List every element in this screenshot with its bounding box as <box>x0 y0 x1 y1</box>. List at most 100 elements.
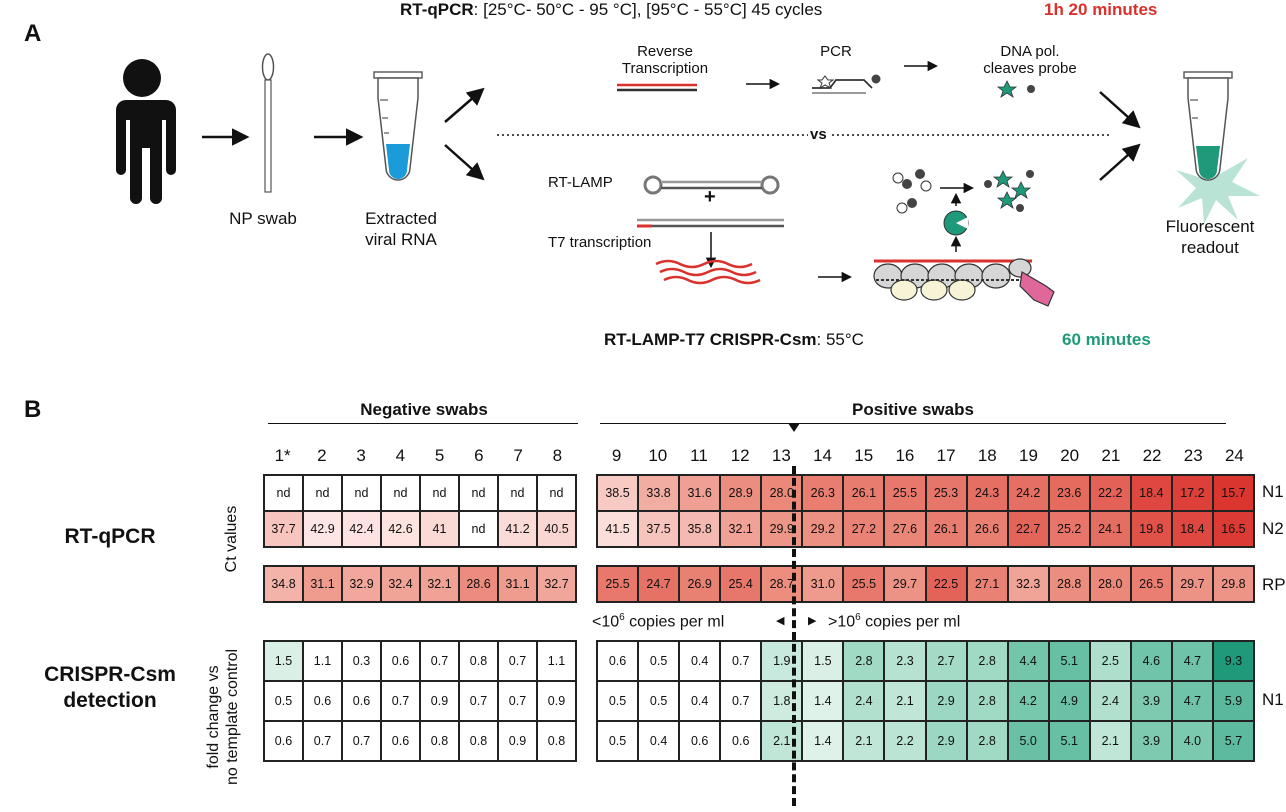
table-cell: 2.8 <box>843 641 885 681</box>
extracted-rna-label: Extracted viral RNA <box>365 209 437 249</box>
table-cell: 2.5 <box>1089 641 1131 681</box>
copies-low-prefix: <10 <box>592 613 620 631</box>
table-cell: 0.6 <box>381 721 420 761</box>
table-cell: 0.5 <box>638 681 680 721</box>
table-cell: nd <box>303 475 342 511</box>
table-cell: 31.6 <box>679 475 721 511</box>
table-cell: 41.5 <box>597 511 639 547</box>
table-cell: 0.7 <box>303 721 342 761</box>
csm-header: RT-LAMP-T7 CRISPR-Csm: 55°C <box>604 330 864 350</box>
crispr-csm-label: CRISPR-Csm detection <box>44 663 176 712</box>
column-number: 10 <box>648 446 668 465</box>
qpcr-header-bold: RT-qPCR <box>400 0 474 19</box>
qpcr-time: 1h 20 minutes <box>1044 0 1158 19</box>
column-number: 23 <box>1183 446 1203 465</box>
table-cell: 28.8 <box>1048 566 1090 602</box>
fold-change-axis-label: fold change vs no template control <box>205 648 241 786</box>
panel-a-letter: A <box>24 20 42 47</box>
table-cell: 3.9 <box>1130 681 1172 721</box>
table-cell: 25.2 <box>1048 511 1090 547</box>
row-label-rp: RP <box>1262 575 1286 594</box>
column-number: 7 <box>513 446 523 465</box>
table-cell: 26.9 <box>679 566 721 602</box>
table-cell: 24.1 <box>1089 511 1131 547</box>
table-cell: 32.1 <box>420 566 459 602</box>
table-cell: 31.1 <box>303 566 342 602</box>
table-cell: 37.7 <box>264 511 303 547</box>
table-cell: 1.4 <box>802 721 844 761</box>
plus-sign: + <box>704 186 716 208</box>
table-cell: nd <box>381 475 420 511</box>
table-cell: 28.0 <box>1089 566 1131 602</box>
ct-values-axis-label: Ct values <box>223 505 240 573</box>
table-cell: 35.8 <box>679 511 721 547</box>
table-cell: 32.4 <box>381 566 420 602</box>
table-cell: 34.8 <box>264 566 303 602</box>
table-cell: 2.1 <box>843 721 885 761</box>
table-cell: 22.5 <box>925 566 967 602</box>
table-cell: nd <box>537 475 576 511</box>
table-cell: 26.5 <box>1130 566 1172 602</box>
tube-icon-fluorescent <box>1176 71 1260 224</box>
table-cell: 0.6 <box>597 641 639 681</box>
column-number: 6 <box>474 446 484 465</box>
table-cell: 3.9 <box>1130 721 1172 761</box>
table-cell: 27.2 <box>843 511 885 547</box>
table-cell: 2.9 <box>925 681 967 721</box>
table-cell: 0.5 <box>638 641 680 681</box>
table-cell: 0.8 <box>459 721 498 761</box>
table-cell: 0.4 <box>679 681 721 721</box>
swab-icon <box>261 53 275 193</box>
table-cell: 2.7 <box>925 641 967 681</box>
table-cell: 26.1 <box>925 511 967 547</box>
table-cell: 29.7 <box>884 566 926 602</box>
table-cell: 0.7 <box>381 681 420 721</box>
copies-low-label: <106 copies per ml <box>592 612 724 631</box>
table-cell: 41.2 <box>498 511 537 547</box>
rna-waves-icon <box>655 259 761 285</box>
table-cell: 4.7 <box>1171 681 1213 721</box>
table-cell: 2.1 <box>1089 721 1131 761</box>
column-number: 13 <box>771 446 791 465</box>
table-cell: 25.5 <box>884 475 926 511</box>
table-cell: 2.4 <box>843 681 885 721</box>
table-cell: 0.9 <box>498 721 537 761</box>
table-cell: 23.6 <box>1048 475 1090 511</box>
table-cell: 0.3 <box>342 641 381 681</box>
table-cell: 0.6 <box>264 721 303 761</box>
dna-pol-label: DNA pol. cleaves probe <box>983 43 1077 77</box>
table-cell: 2.4 <box>1089 681 1131 721</box>
copies-high-exp: 6 <box>855 612 861 623</box>
column-number: 4 <box>395 446 406 465</box>
table-cell: 9.3 <box>1212 641 1254 681</box>
table-cell: 25.4 <box>720 566 762 602</box>
table-cell: 0.7 <box>498 681 537 721</box>
table-cell: 0.4 <box>638 721 680 761</box>
table-cell: 24.2 <box>1007 475 1049 511</box>
table-cell: 0.7 <box>459 681 498 721</box>
column-number: 15 <box>854 446 874 465</box>
table-cell: nd <box>342 475 381 511</box>
table-cell: 5.1 <box>1048 641 1090 681</box>
copies-high-suffix: copies per ml <box>860 613 961 631</box>
table-cell: 4.4 <box>1007 641 1049 681</box>
table-cell: 1.5 <box>264 641 303 681</box>
table-cell: 0.5 <box>264 681 303 721</box>
table-cell: 2.2 <box>884 721 926 761</box>
positive-swabs-title: Positive swabs <box>852 400 974 419</box>
table-cell: 0.7 <box>498 641 537 681</box>
table-cell: 29.8 <box>1212 566 1254 602</box>
table-cell: nd <box>459 511 498 547</box>
table-cell: 40.5 <box>537 511 576 547</box>
table-cell: 27.1 <box>966 566 1008 602</box>
qpcr-header: RT-qPCR: [25°C- 50°C - 95 °C], [95°C - 5… <box>400 0 822 20</box>
table-cell: 37.5 <box>638 511 680 547</box>
table-cell: 25.5 <box>843 566 885 602</box>
column-number: 24 <box>1224 446 1244 465</box>
table-cell: 29.2 <box>802 511 844 547</box>
reporter-icons <box>892 169 1034 214</box>
